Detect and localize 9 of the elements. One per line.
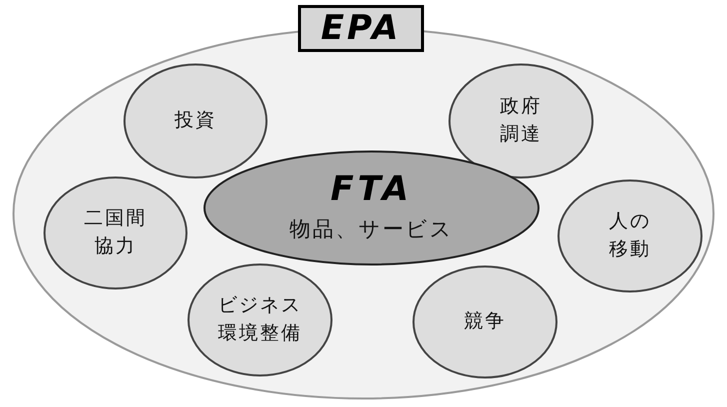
topic-text: 物品、サービス bbox=[290, 216, 454, 243]
topic-text: 人の移動 bbox=[608, 209, 652, 262]
topic-text: ビジネス環境整備 bbox=[217, 293, 303, 346]
topic-text: 投資 bbox=[174, 108, 218, 134]
topic-text: 競争 bbox=[463, 309, 507, 334]
title-label: EPA bbox=[298, 5, 424, 52]
topic-text: 二国間協力 bbox=[83, 206, 148, 259]
topic-text: 政府調達 bbox=[499, 94, 543, 147]
heading-text: FTA bbox=[330, 172, 413, 206]
